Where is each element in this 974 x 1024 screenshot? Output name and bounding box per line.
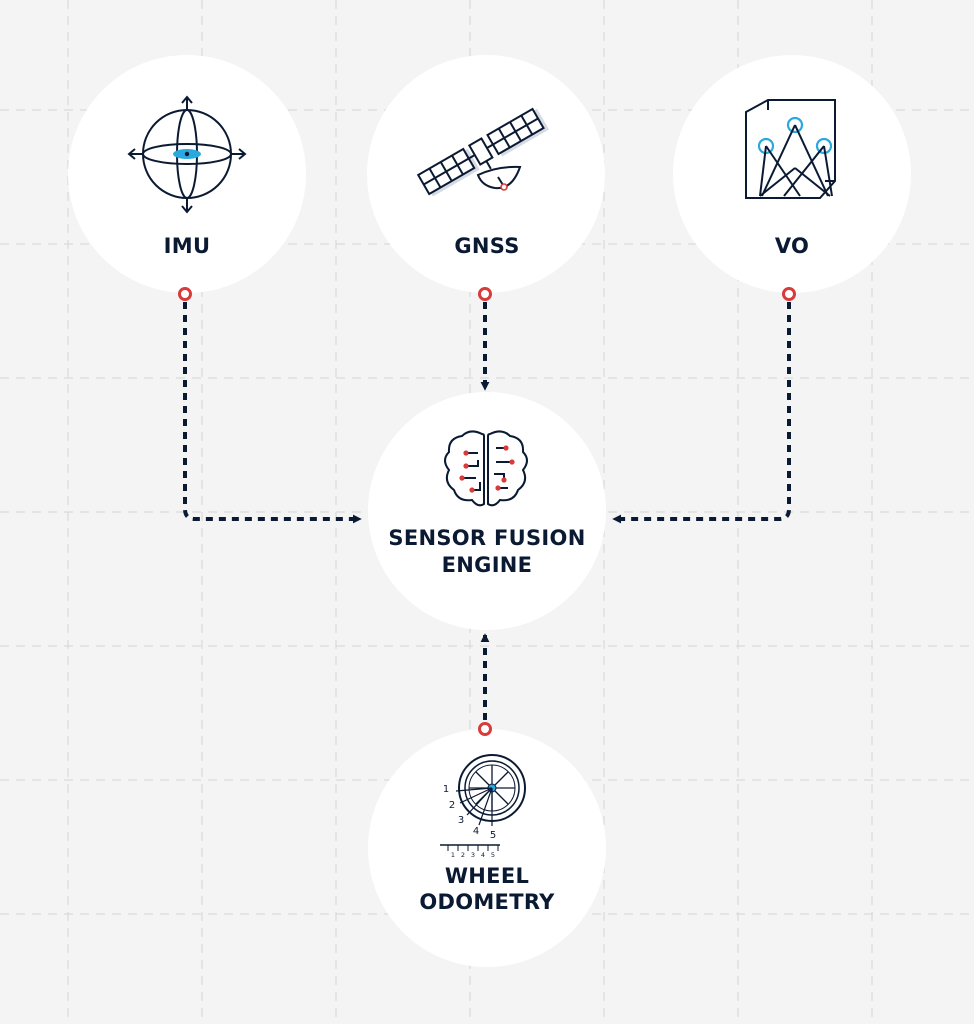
ruler-number-3: 3 (471, 851, 475, 859)
visual-odometry-icon (745, 99, 836, 199)
imu-output-port (178, 287, 192, 301)
vo-label: VO (775, 234, 809, 258)
vo-connector-arrow (612, 302, 791, 524)
wheel-number-1: 1 (443, 784, 449, 795)
gyroscope-icon (127, 95, 247, 214)
fusion-label-line-2: ENGINE (442, 553, 533, 577)
imu-label: IMU (164, 234, 211, 258)
fusion-node (368, 392, 606, 630)
satellite-icon (416, 107, 549, 197)
brain-circuit-icon (444, 430, 528, 507)
odometry-output-port (478, 722, 492, 736)
ruler-number-4: 4 (481, 851, 485, 859)
wheel-icon (440, 754, 526, 851)
vo-output-port (782, 287, 796, 301)
imu-node (68, 55, 306, 293)
odometry-label-line-2: ODOMETRY (419, 890, 555, 914)
vo-node (673, 55, 911, 293)
wheel-number-3: 3 (458, 815, 464, 826)
odometry-label-line-1: WHEEL (445, 864, 529, 888)
gnss-label: GNSS (454, 234, 519, 258)
wheel-number-5: 5 (490, 830, 496, 841)
fusion-label-line-1: SENSOR FUSION (388, 526, 585, 550)
ruler-number-5: 5 (491, 851, 495, 859)
wheel-number-2: 2 (449, 800, 455, 811)
wheel-number-4: 4 (473, 826, 479, 837)
imu-connector-arrow (183, 302, 362, 524)
odometry-node (368, 729, 606, 967)
ruler-number-2: 2 (461, 851, 465, 859)
gnss-output-port (478, 287, 492, 301)
ruler-number-1: 1 (451, 851, 455, 859)
